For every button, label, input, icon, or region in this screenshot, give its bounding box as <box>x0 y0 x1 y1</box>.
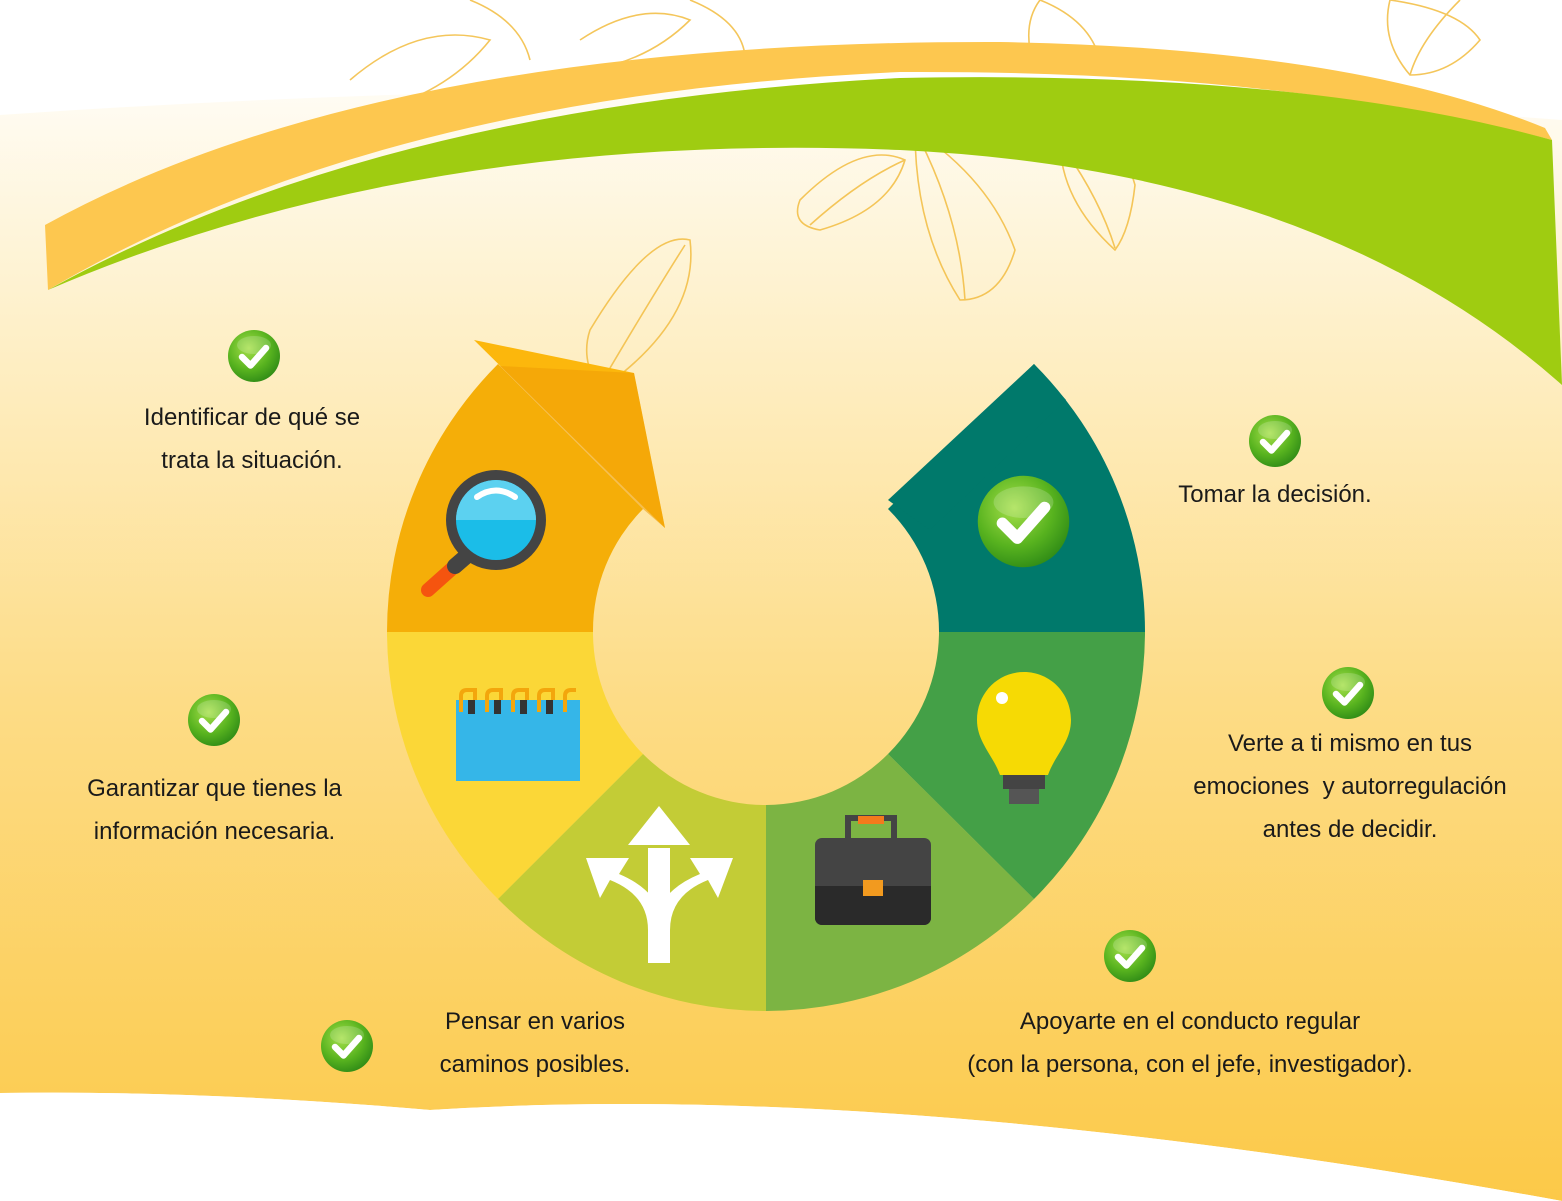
lightbulb-icon <box>977 672 1071 804</box>
step-garantizar-text: Garantizar que tienes la información nec… <box>42 767 387 853</box>
step-tomar-line-1: Tomar la decisión. <box>1178 481 1372 508</box>
step-tomar-text: Tomar la decisión. <box>1125 473 1425 516</box>
check-badge-verte <box>1322 667 1374 719</box>
check-badge-garantizar <box>188 694 240 746</box>
step-apoyarte-text: Apoyarte en el conducto regular (con la … <box>880 1000 1500 1086</box>
magnifier-icon <box>421 470 546 597</box>
step-verte-line-2: emociones y autorregulación <box>1193 773 1507 800</box>
briefcase-icon <box>815 815 931 925</box>
orange-swoosh <box>45 41 1552 290</box>
step-apoyarte-line-2: (con la persona, con el jefe, investigad… <box>967 1051 1413 1078</box>
three-way-arrows-icon <box>586 806 733 963</box>
step-pensar-text: Pensar en varios caminos posibles. <box>395 1000 675 1086</box>
background-wave <box>0 88 1562 1201</box>
check-badge-pensar <box>321 1020 373 1072</box>
bottom-white-wave <box>0 1092 1562 1201</box>
notepad-icon <box>456 688 580 781</box>
step-verte-line-3: antes de decidir. <box>1262 816 1438 843</box>
check-badge-tomar <box>1249 415 1301 467</box>
step-identificar-text: Identificar de qué se trata la situación… <box>92 396 412 482</box>
arrow-head-shadow <box>500 366 665 528</box>
step-apoyarte-line-1: Apoyarte en el conducto regular <box>1019 1008 1361 1035</box>
tomar-point <box>888 364 1066 530</box>
step-verte-text: Verte a ti mismo en tus emociones y auto… <box>1140 722 1560 851</box>
step-garantizar-line-2: información necesaria. <box>93 818 336 845</box>
step-pensar-line-2: caminos posibles. <box>439 1051 631 1078</box>
check-badge-apoyarte <box>1104 930 1156 982</box>
step-garantizar-line-1: Garantizar que tienes la <box>87 775 342 802</box>
green-swoosh <box>48 77 1562 385</box>
step-identificar-line-2: trata la situación. <box>161 447 343 474</box>
step-pensar-line-1: Pensar en varios <box>444 1008 626 1035</box>
step-identificar-line-1: Identificar de qué se <box>143 404 361 431</box>
checkmark-icon <box>978 476 1069 567</box>
step-verte-line-1: Verte a ti mismo en tus <box>1227 730 1473 757</box>
check-badge-identificar <box>228 330 280 382</box>
